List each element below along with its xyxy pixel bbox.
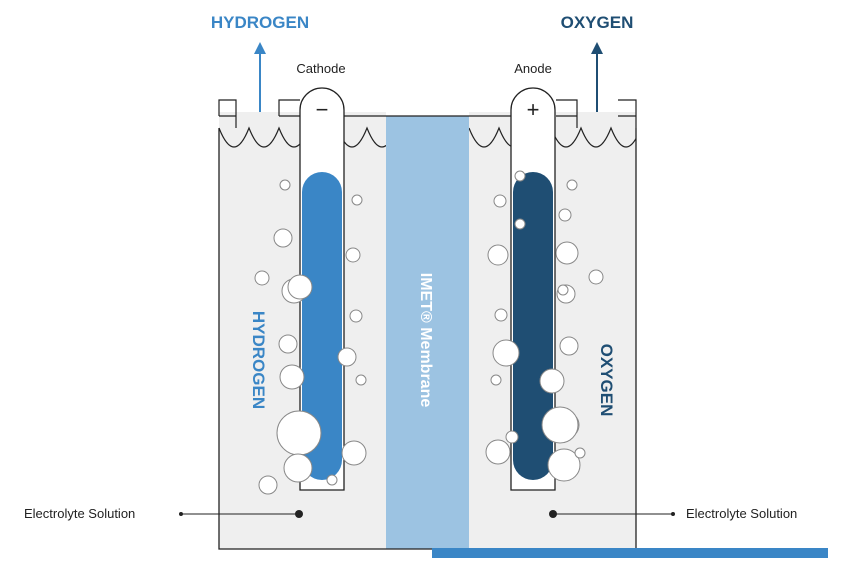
membrane [386,116,469,549]
cathode-electrode [299,87,345,491]
electrolyte-right-leader [549,510,675,518]
cathode-rod [302,172,342,480]
oxygen-output-label: OXYGEN [561,13,634,32]
electrolyte-right-label: Electrolyte Solution [686,506,797,521]
left-lid [218,99,237,128]
hydrogen-bubbles [254,179,367,495]
anode-sign: + [527,97,540,122]
hydrogen-output-label: HYDROGEN [211,13,309,32]
anode-rod [513,172,553,480]
right-inner-lid [556,99,578,128]
electrolyte-left-leader [179,510,303,518]
oxygen-bubbles [485,170,604,482]
left-liquid-surface [219,126,386,148]
membrane-label: IMET® Membrane [417,273,434,408]
cathode-sign: − [316,97,329,122]
cathode-label: Cathode [296,61,345,76]
right-lid [618,99,637,128]
footer-accent-bar [432,548,828,558]
anode-label: Anode [514,61,552,76]
electrolyte-left-label: Electrolyte Solution [24,506,135,521]
oxygen-chamber-label: OXYGEN [597,344,616,417]
left-inner-lid [278,99,300,117]
hydrogen-chamber-label: HYDROGEN [249,311,268,409]
tank-outline [218,128,637,550]
